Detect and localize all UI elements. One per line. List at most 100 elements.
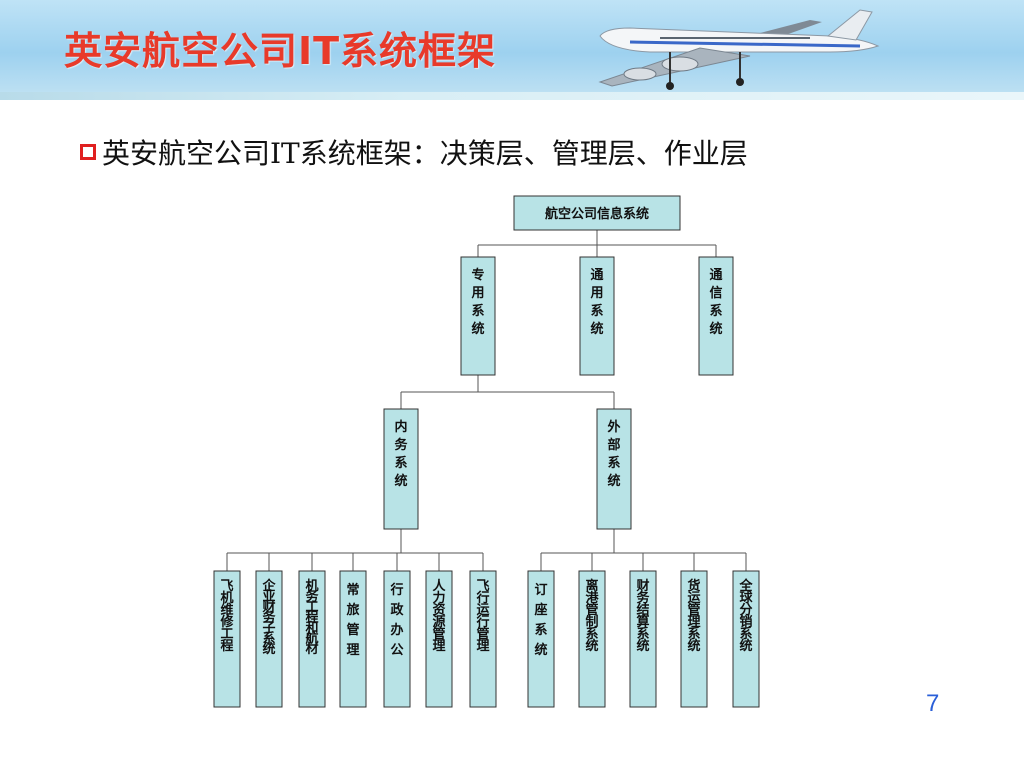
node-char: 统 <box>262 641 275 657</box>
node-char: 程 <box>220 639 233 654</box>
node-box <box>527 570 555 708</box>
node-char: 座 <box>533 602 547 618</box>
node-char: 航 <box>305 631 318 647</box>
node-char: 部 <box>607 437 620 453</box>
node-char: 理 <box>432 639 445 654</box>
node-char: 外 <box>606 419 620 435</box>
node-char: 统 <box>739 638 752 654</box>
node-char: 人 <box>432 578 446 594</box>
node-char: 系 <box>636 626 649 642</box>
node-box <box>596 408 632 530</box>
node-char: 理 <box>687 615 700 630</box>
node-char: 财 <box>262 599 275 615</box>
node-box <box>213 570 241 708</box>
node-char: 港 <box>585 590 599 606</box>
node-char: 业 <box>262 589 275 605</box>
node-char: 力 <box>432 590 445 606</box>
node-char: 旅 <box>346 602 359 618</box>
node-char: 订 <box>534 582 547 598</box>
node-char: 系 <box>739 626 752 642</box>
node-char: 源 <box>432 614 445 630</box>
node-char: 系 <box>709 303 722 319</box>
node-char: 销 <box>739 614 752 630</box>
subtitle-row: 英安航空公司IT系统框架：决策层、管理层、作业层 <box>80 132 748 172</box>
node-box <box>680 570 708 708</box>
node-char: 分 <box>739 602 752 618</box>
node-char: 和 <box>305 620 318 636</box>
node-char: 务 <box>636 590 650 606</box>
node-char: 通 <box>709 267 722 283</box>
node-box <box>578 570 606 708</box>
node-char: 离 <box>585 578 598 594</box>
node-char: 系 <box>262 631 275 647</box>
node-root: 航空公司信息系统 <box>513 195 681 231</box>
node-char: 通 <box>590 267 603 283</box>
node-char: 理 <box>476 639 489 654</box>
node-char: 信 <box>709 285 722 301</box>
node-char: 专 <box>471 267 484 283</box>
header-band <box>0 92 1024 100</box>
node-char: 统 <box>585 638 598 654</box>
node-char: 办 <box>390 622 403 638</box>
node-char: 管 <box>476 626 489 642</box>
node-char: 企 <box>261 578 276 594</box>
node-char: 用 <box>589 286 603 301</box>
square-bullet-icon <box>80 144 96 160</box>
node-char: 公 <box>390 643 403 658</box>
node-char: 务 <box>262 610 276 626</box>
node-char: 管 <box>687 602 700 618</box>
node-char: 球 <box>739 590 753 606</box>
node-char: 资 <box>432 602 445 618</box>
node-char: 行 <box>389 582 403 598</box>
node-char: 内 <box>394 419 407 435</box>
node-char: 机 <box>305 578 318 594</box>
node-char: 货 <box>687 578 700 594</box>
node-box <box>298 570 326 708</box>
node-box <box>579 256 615 376</box>
node-char: 工 <box>305 600 318 615</box>
node-char: 制 <box>585 614 598 630</box>
node-char: 行 <box>475 590 489 606</box>
node-char: 系 <box>687 626 700 642</box>
node-box <box>469 570 497 708</box>
node-char: 算 <box>636 614 649 630</box>
node-box <box>732 570 760 708</box>
node-char: 维 <box>220 602 233 618</box>
node-char: 程 <box>305 611 318 626</box>
node-char: 统 <box>471 321 484 337</box>
node-char: 材 <box>305 641 318 657</box>
node-char: 系 <box>471 303 484 319</box>
node-box <box>383 408 419 530</box>
node-char: 行 <box>475 614 489 630</box>
node-char: 运 <box>476 603 489 618</box>
node-box <box>383 570 411 708</box>
slide-header: 英安航空公司IT系统框架 <box>0 0 1024 96</box>
node-box <box>513 195 681 231</box>
node-char: 管 <box>585 602 598 618</box>
node-box <box>629 570 657 708</box>
node-char: 系 <box>590 303 603 319</box>
airplane-icon <box>598 9 880 90</box>
slide-subtitle: 英安航空公司IT系统框架：决策层、管理层、作业层 <box>102 137 748 170</box>
node-char: 系 <box>534 622 547 638</box>
node-char: 飞 <box>220 579 233 594</box>
node-char: 管 <box>432 626 445 642</box>
node-char: 子 <box>262 621 275 636</box>
node-char: 修 <box>219 614 234 630</box>
node-box <box>339 570 367 708</box>
node-char: 飞 <box>476 579 489 594</box>
